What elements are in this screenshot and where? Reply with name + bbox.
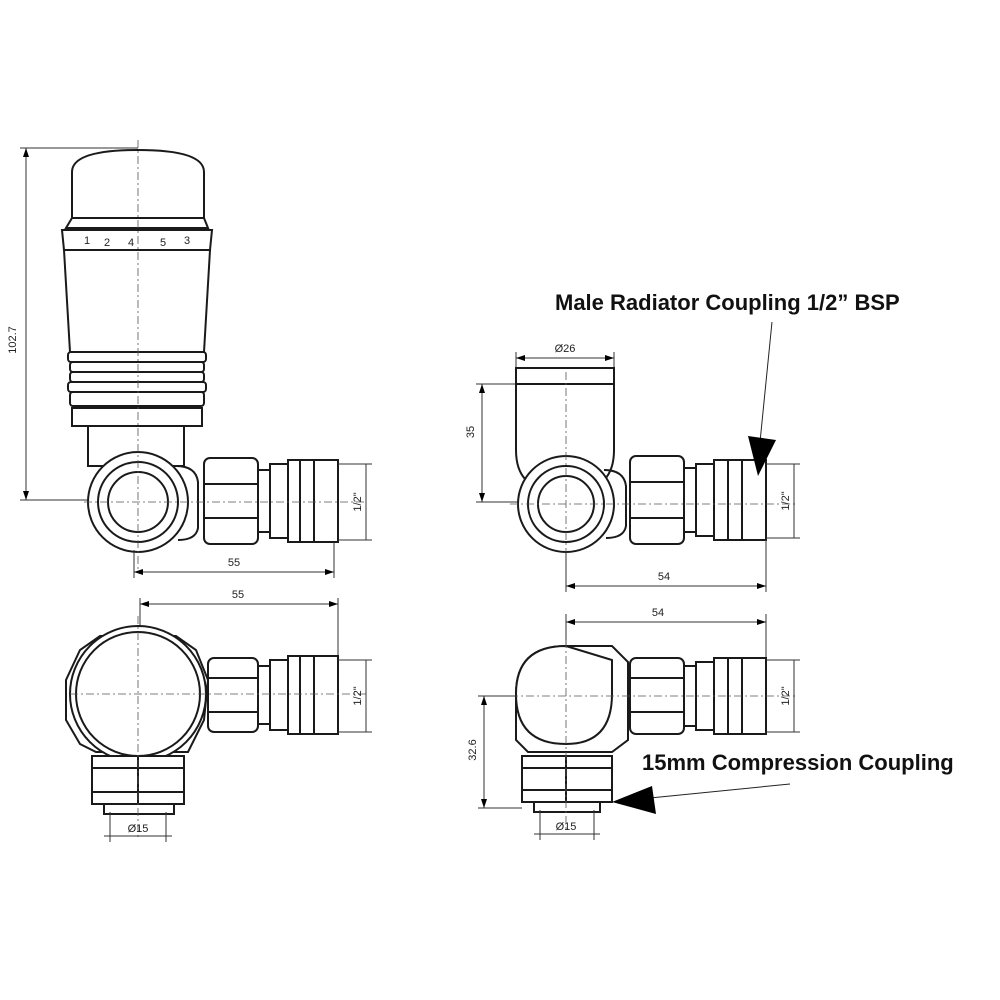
right-plan-view: 54 1/2" 32.6 Ø15 (467, 607, 800, 840)
callout-compression-coupling: 15mm Compression Coupling (612, 750, 954, 814)
dim-top-width-right: 54 (652, 607, 664, 619)
callout-male-coupling: Male Radiator Coupling 1/2” BSP (555, 290, 900, 476)
dim-thread-right-side: 1/2" (780, 491, 792, 510)
dim-side-width-left: 55 (228, 557, 240, 569)
dial-scale: 1 2 4 5 3 (84, 235, 190, 249)
dim-pipe-right: Ø15 (556, 821, 577, 833)
dial-mark-4: 4 (128, 237, 134, 249)
callout-male-coupling-text: Male Radiator Coupling 1/2” BSP (555, 290, 900, 315)
dim-head-diameter: Ø26 (555, 343, 576, 355)
dim-top-width-left: 55 (232, 589, 244, 601)
dim-thread-right-top: 1/2" (780, 686, 792, 705)
right-side-elevation: Ø26 35 1/2" (465, 343, 800, 592)
callout-compression-coupling-text: 15mm Compression Coupling (642, 750, 954, 775)
dial-mark-2: 2 (104, 237, 110, 249)
dim-height-total: 102.7 (7, 326, 19, 354)
left-plan-view: 55 1/2" Ø15 (65, 589, 372, 842)
callout-arrow-top (748, 436, 776, 476)
dial-mark-3: 3 (184, 235, 190, 247)
dim-pipe-left: Ø15 (128, 823, 149, 835)
dim-offset-right: 32.6 (467, 739, 479, 760)
dim-head-height: 35 (465, 426, 477, 438)
callout-arrow-bottom (612, 786, 656, 814)
dim-thread-left-top: 1/2" (352, 686, 364, 705)
left-side-elevation: 102.7 1 2 4 5 3 (7, 140, 372, 578)
dial-mark-5: 5 (160, 237, 166, 249)
dial-mark-1: 1 (84, 235, 90, 247)
dim-side-width-right: 54 (658, 571, 670, 583)
dim-thread-left-side: 1/2" (352, 492, 364, 511)
